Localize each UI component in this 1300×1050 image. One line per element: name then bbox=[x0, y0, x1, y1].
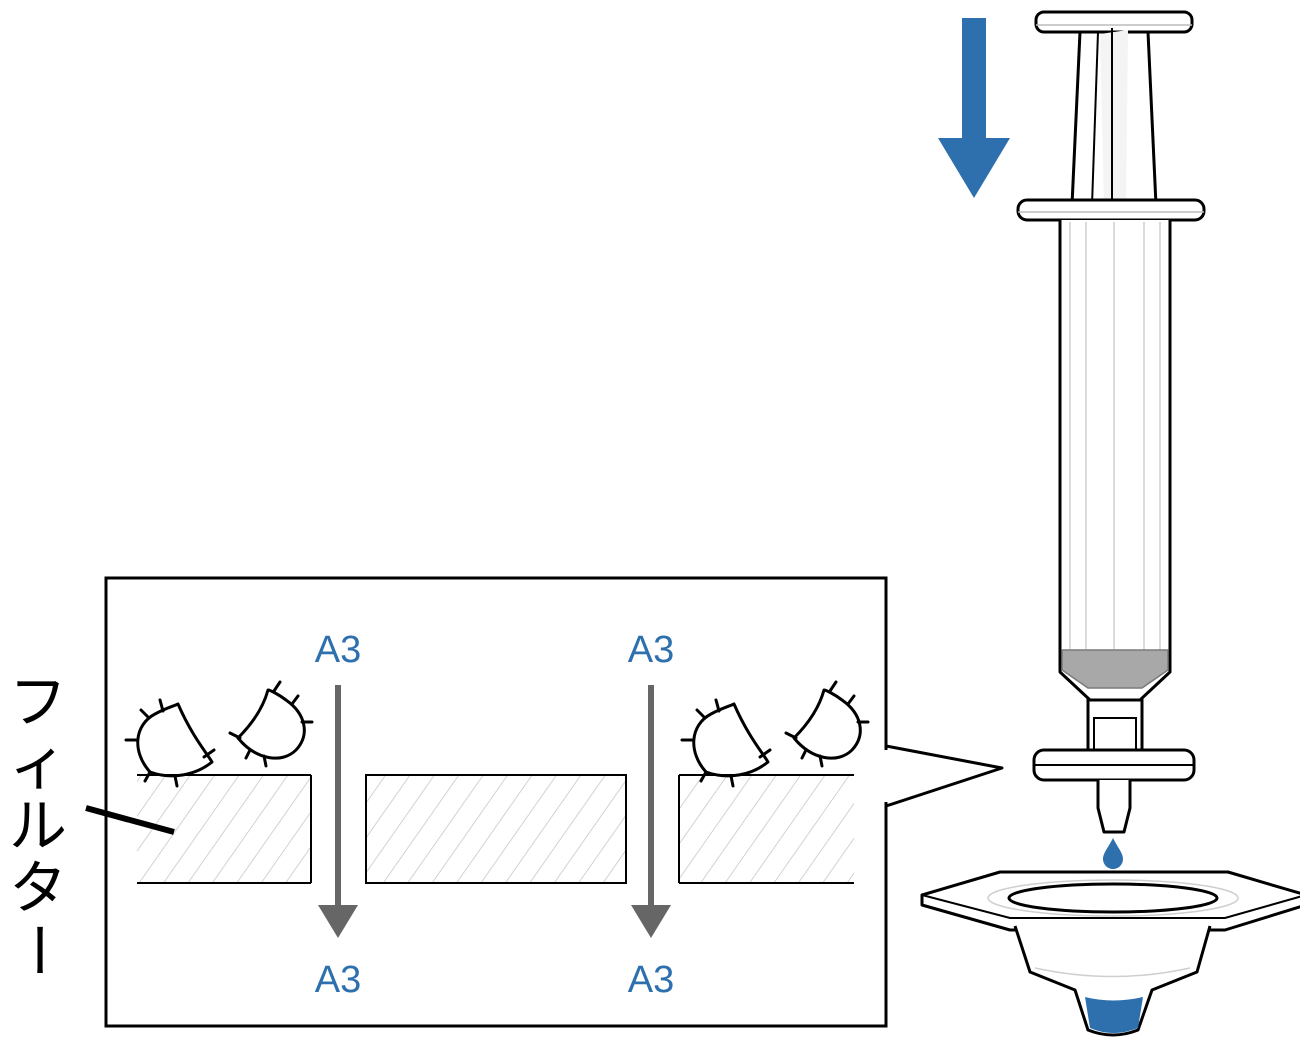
particle-icon bbox=[680, 698, 772, 788]
filter-label: フィルタ ー bbox=[4, 668, 72, 979]
syringe-barrel bbox=[1058, 220, 1172, 702]
barrel-flange bbox=[1016, 198, 1206, 222]
particle-icon bbox=[124, 698, 216, 788]
flow-label-top-right: A3 bbox=[628, 629, 674, 671]
flow-arrow-left bbox=[318, 685, 358, 938]
plunger-thumb-rest bbox=[1034, 10, 1194, 34]
droplet-icon bbox=[1103, 838, 1123, 869]
plunger-stopper bbox=[1061, 649, 1169, 689]
flow-label-top-left: A3 bbox=[315, 629, 361, 671]
filter-block-right bbox=[679, 775, 854, 883]
collected-liquid bbox=[1085, 997, 1143, 1033]
collection-cup-icon bbox=[920, 870, 1300, 1037]
syringe-icon bbox=[1016, 10, 1206, 754]
flow-arrow-right bbox=[631, 685, 671, 938]
particle-icon bbox=[228, 680, 314, 768]
filter-label-text: フィルタ bbox=[9, 668, 67, 922]
flow-label-bottom-left: A3 bbox=[315, 959, 361, 1001]
filter-membrane bbox=[137, 774, 854, 884]
arrow-down-icon bbox=[938, 18, 1010, 198]
filter-block-center bbox=[365, 774, 627, 884]
svg-text:ー: ー bbox=[4, 921, 72, 979]
syringe-filter-icon bbox=[1032, 748, 1196, 834]
particle-icon bbox=[784, 680, 870, 768]
flow-label-bottom-right: A3 bbox=[628, 959, 674, 1001]
filter-leader-line bbox=[85, 805, 175, 835]
